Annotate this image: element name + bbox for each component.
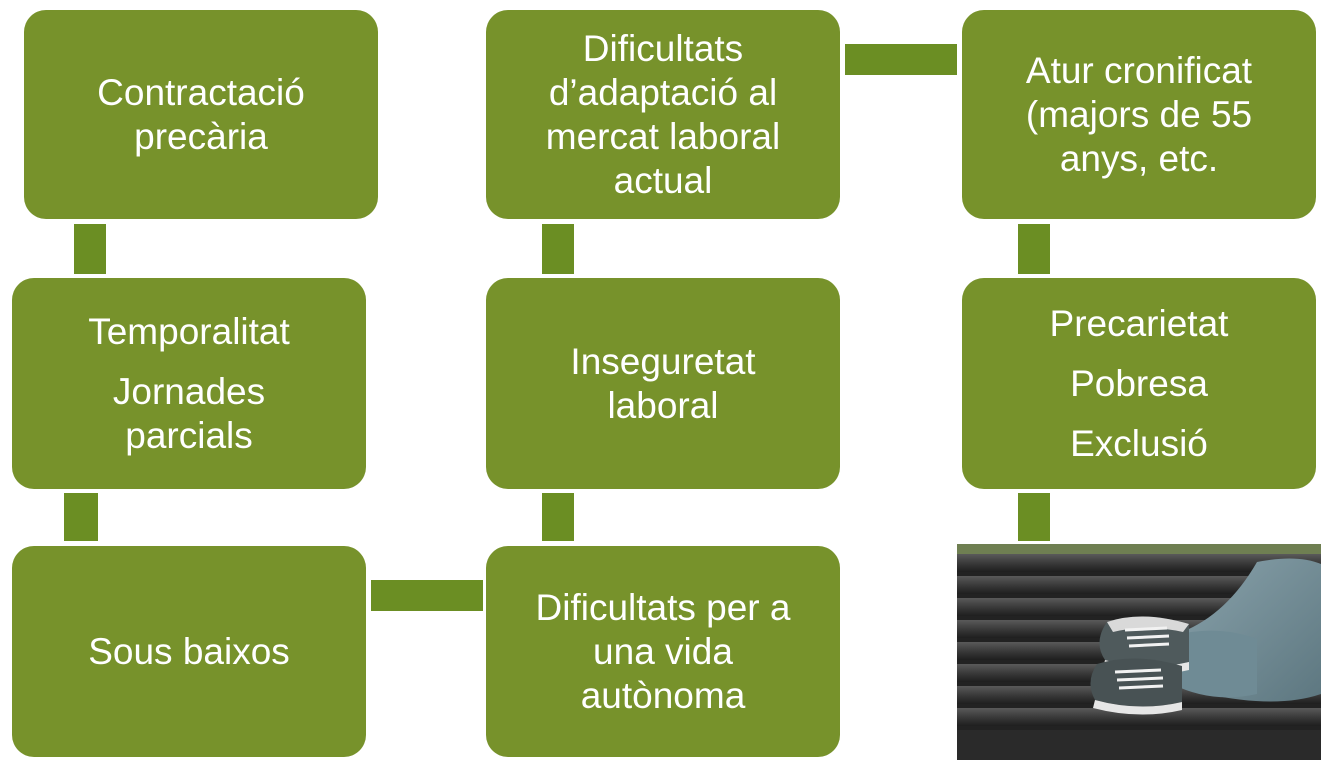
line: Dificultats bbox=[582, 27, 744, 69]
node-text: Dificultats per a una vida autònoma bbox=[536, 586, 791, 718]
node-dificultats-vida-autonoma: Dificultats per a una vida autònoma bbox=[486, 546, 840, 757]
line: parcials bbox=[125, 414, 253, 456]
line: Inseguretat bbox=[570, 340, 756, 382]
line: Jornades bbox=[112, 370, 266, 412]
node-text-exclusio: Exclusió bbox=[1070, 422, 1208, 464]
line: actual bbox=[613, 159, 713, 201]
node-text-precarietat: Precarietat bbox=[1049, 302, 1229, 344]
connector bbox=[845, 44, 957, 75]
line: (majors de 55 bbox=[1025, 93, 1253, 135]
node-text: Atur cronificat (majors de 55 anys, etc. bbox=[1026, 49, 1252, 181]
line: autònoma bbox=[580, 674, 746, 716]
node-sous-baixos: Sous baixos bbox=[12, 546, 366, 757]
connector bbox=[371, 580, 483, 611]
line: d’adaptació al bbox=[548, 71, 778, 113]
connector bbox=[64, 493, 98, 541]
photo-illustration bbox=[957, 544, 1321, 760]
node-text: Sous baixos bbox=[88, 630, 290, 672]
node-text: Dificultats d’adaptació al mercat labora… bbox=[546, 27, 780, 203]
line: Dificultats per a bbox=[535, 586, 791, 628]
connector bbox=[542, 224, 574, 274]
line: laboral bbox=[607, 384, 719, 426]
node-dificultats-adaptacio: Dificultats d’adaptació al mercat labora… bbox=[486, 10, 840, 219]
line: una vida bbox=[593, 630, 733, 672]
line: mercat laboral bbox=[545, 115, 781, 157]
node-atur-cronificat: Atur cronificat (majors de 55 anys, etc. bbox=[962, 10, 1316, 219]
bench-sneakers-photo bbox=[957, 544, 1321, 760]
line: precària bbox=[134, 115, 268, 157]
connector bbox=[542, 493, 574, 541]
node-text-temporalitat: Temporalitat bbox=[88, 310, 290, 352]
line: anys, etc. bbox=[1059, 137, 1219, 179]
line: Contractació bbox=[97, 71, 305, 113]
connector bbox=[1018, 224, 1050, 274]
connector bbox=[1018, 493, 1050, 541]
line: Atur cronificat bbox=[1025, 49, 1253, 91]
node-precarietat-pobresa-exclusio: Precarietat Pobresa Exclusió bbox=[962, 278, 1316, 489]
connector bbox=[74, 224, 106, 274]
node-text-pobresa: Pobresa bbox=[1070, 362, 1208, 404]
